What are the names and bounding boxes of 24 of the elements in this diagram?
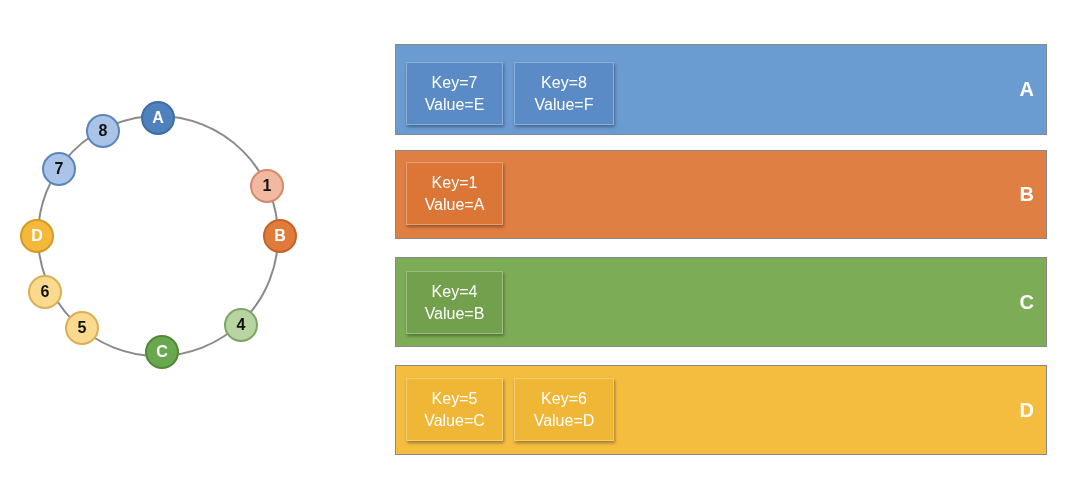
band-label: B bbox=[1019, 182, 1034, 207]
key-value-box: Key=4 Value=B bbox=[406, 271, 503, 334]
ring-node-circle: 5 bbox=[65, 311, 99, 345]
ring-node-circle: D bbox=[20, 219, 54, 253]
key-value-box: Key=1 Value=A bbox=[406, 162, 503, 225]
key-value-box: Key=7 Value=E bbox=[406, 62, 503, 125]
node-band bbox=[395, 365, 1047, 455]
key-value-box: Key=5 Value=C bbox=[406, 378, 503, 441]
ring-node-circle: 1 bbox=[250, 169, 284, 203]
key-value-box: Key=6 Value=D bbox=[514, 378, 614, 441]
band-label: C bbox=[1019, 289, 1034, 315]
band-label: A bbox=[1019, 77, 1034, 102]
node-band bbox=[395, 257, 1047, 347]
key-value-box: Key=8 Value=F bbox=[514, 62, 614, 125]
ring-node-circle: 4 bbox=[224, 308, 258, 342]
ring-node-circle: 6 bbox=[28, 275, 62, 309]
node-band bbox=[395, 44, 1047, 135]
ring-node-circle: A bbox=[141, 101, 175, 135]
node-band bbox=[395, 150, 1047, 239]
ring-node-circle: 8 bbox=[86, 114, 120, 148]
ring-node-circle: B bbox=[263, 219, 297, 253]
band-label: D bbox=[1019, 397, 1034, 423]
ring-node-circle: C bbox=[145, 335, 179, 369]
ring-node-circle: 7 bbox=[42, 152, 76, 186]
